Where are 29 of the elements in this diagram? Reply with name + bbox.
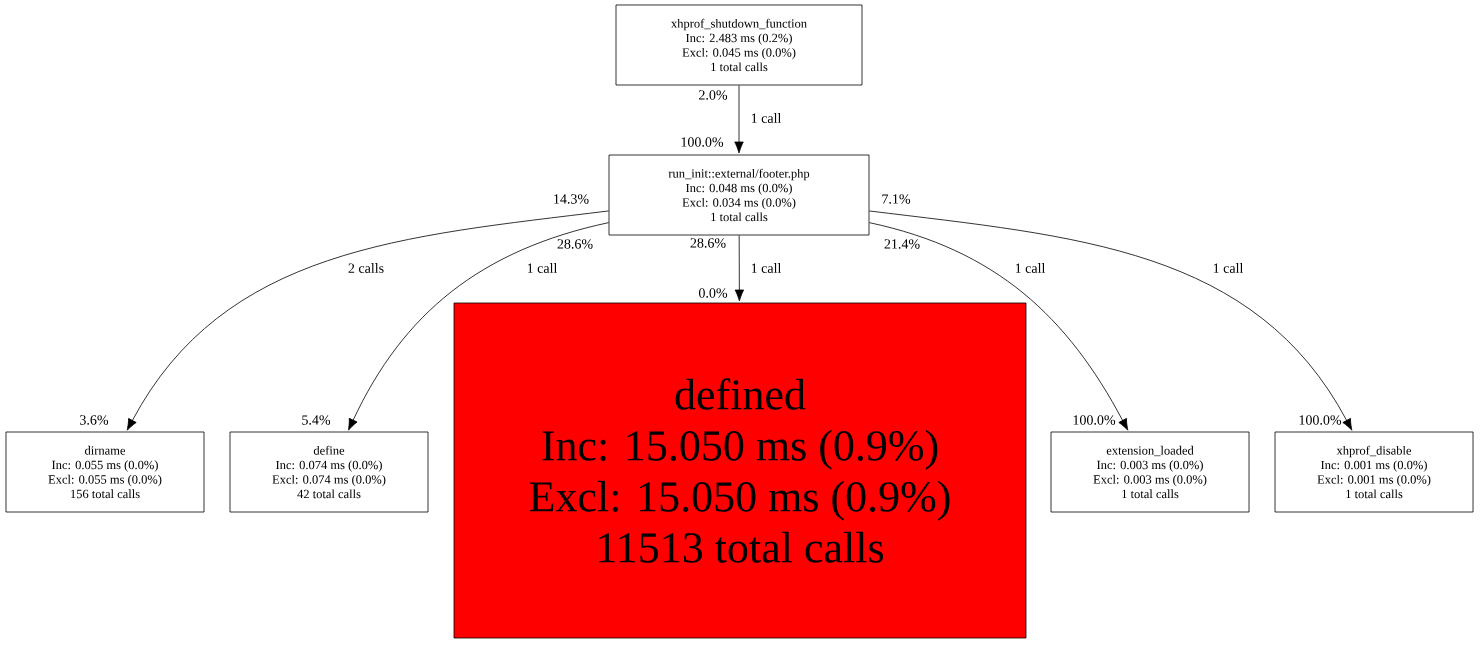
- function-box: define Inc: 0.074 ms (0.0%) Excl: 0.074 ms (0.0%) 42 total calls: [229, 431, 429, 513]
- arrow: [869, 210, 1353, 431]
- edge-label: 1 call: [525, 262, 559, 274]
- arrow: [734, 235, 745, 302]
- percent-label: 100.0%: [1297, 414, 1343, 426]
- percent-label: 0.0%: [697, 287, 729, 299]
- percent-label: 14.3%: [552, 193, 590, 205]
- function-box: dirname Inc: 0.055 ms (0.0%) Excl: 0.055 ms (0.0%) 156 total calls: [5, 431, 205, 513]
- edge-label: 2 calls: [346, 262, 386, 274]
- percent-label: 28.6%: [689, 237, 727, 249]
- edge-label: 1 call: [1211, 262, 1245, 274]
- arrow: [126, 210, 609, 431]
- edge-label: 1 call: [749, 112, 783, 124]
- edge-label: 1 call: [749, 262, 783, 274]
- function-box: run_init::external/footer.php Inc: 0.048 ms (0.0%) Excl: 0.034 ms (0.0%) 1 total calls: [608, 154, 870, 236]
- percent-label: 21.4%: [883, 238, 921, 250]
- percent-label: 7.1%: [880, 193, 912, 205]
- function-box: xhprof_shutdown_function Inc: 2.483 ms (0.2%) Excl: 0.045 ms (0.0%) 1 total calls: [615, 4, 863, 86]
- percent-label: 100.0%: [679, 136, 725, 148]
- arrow: [348, 222, 609, 431]
- arrow: [734, 85, 744, 154]
- edge-label: 1 call: [1013, 262, 1047, 274]
- percent-label: 100.0%: [1071, 414, 1117, 426]
- percent-label: 2.0%: [697, 89, 729, 101]
- percent-label: 28.6%: [556, 238, 594, 250]
- function-box: extension_loaded Inc: 0.003 ms (0.0%) Excl: 0.003 ms (0.0%) 1 total calls: [1050, 431, 1250, 513]
- arrow: [869, 222, 1129, 431]
- function-box: xhprof_disable Inc: 0.001 ms (0.0%) Excl: 0.001 ms (0.0%) 1 total calls: [1274, 431, 1474, 513]
- function-box: defined Inc: 15.050 ms (0.9%) Excl: 15.050 ms (0.9%) 11513 total calls: [453, 302, 1027, 639]
